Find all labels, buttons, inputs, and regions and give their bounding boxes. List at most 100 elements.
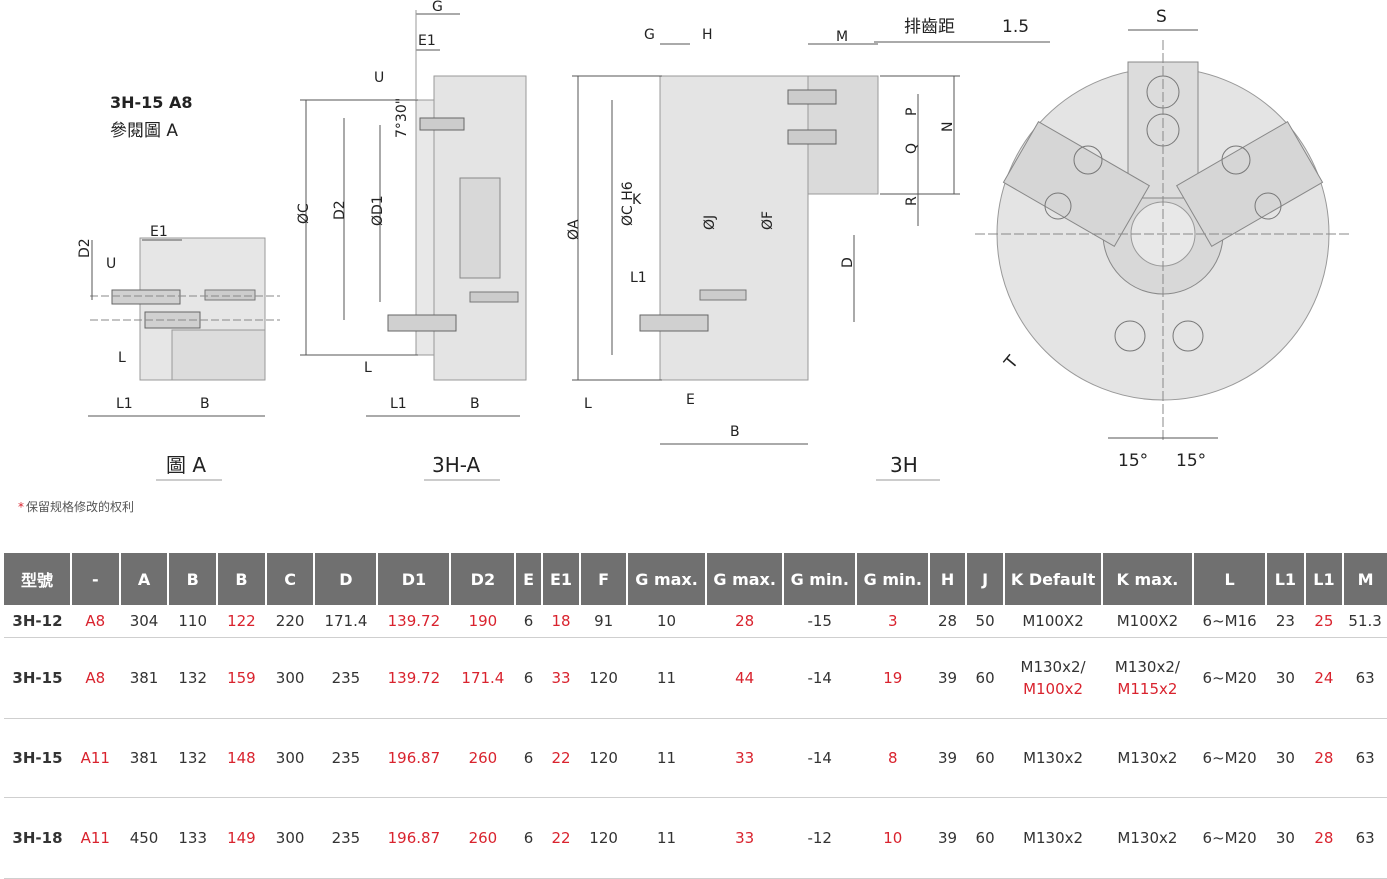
rights-note: *保留规格修改的权利	[18, 498, 134, 515]
cell-value-secondary: M115x2	[1117, 680, 1178, 698]
cell-value: A8	[85, 669, 106, 687]
table-cell: 381	[119, 718, 169, 798]
table-cell: 24	[1304, 637, 1344, 719]
table-cell: 6~M20	[1193, 797, 1267, 879]
table-cell: 44	[706, 637, 784, 719]
table-cell: 28	[706, 605, 784, 638]
cell-value: 3H-15	[12, 749, 63, 767]
column-header: A	[118, 553, 169, 605]
3h-label-e: E	[686, 392, 695, 408]
cell-value: 63	[1355, 669, 1375, 687]
column-header: J	[964, 553, 1005, 605]
cell-value: 450	[129, 829, 159, 847]
table-cell: A8	[70, 637, 120, 719]
table-cell: M130x2/M115x2	[1101, 637, 1194, 719]
cell-value: M100X2	[1116, 612, 1179, 630]
table-cell: M100X2	[1101, 605, 1194, 638]
cell-value: 33	[735, 749, 755, 767]
table-cell: 63	[1343, 637, 1387, 719]
column-header: K max.	[1100, 553, 1194, 605]
column-header: L1	[1303, 553, 1344, 605]
column-header: L	[1192, 553, 1267, 605]
cell-value: 139.72	[387, 669, 441, 687]
table-cell: 139.72	[377, 637, 451, 719]
table-cell: 190	[450, 605, 516, 638]
cell-value: 25	[1314, 612, 1334, 630]
table-cell: 39	[929, 718, 966, 798]
cell-value: 60	[975, 829, 995, 847]
column-header: D1	[376, 553, 451, 605]
table-cell: 6~M20	[1193, 718, 1267, 798]
cell-value: 91	[594, 612, 614, 630]
table-cell: 33	[706, 797, 784, 879]
3h-label-pitch: 排齒距	[904, 17, 955, 37]
3h-label-pitch-value: 1.5	[1002, 17, 1029, 37]
cell-value: 8	[888, 749, 898, 767]
fig-a-label-l1: L1	[116, 396, 133, 412]
table-cell: M130x2	[1101, 718, 1194, 798]
cell-value: 50	[975, 612, 995, 630]
3h-label-m: M	[836, 29, 848, 45]
table-cell: M130x2	[1101, 797, 1194, 879]
table-cell: 260	[450, 718, 516, 798]
cell-value: 159	[227, 669, 256, 687]
cell-value: 6~M20	[1202, 829, 1257, 847]
table-cell: 3H-15	[4, 637, 71, 719]
table-cell: 122	[217, 605, 266, 638]
technical-drawing: D2 U E1 L L1 B 3H-15 A8 參閱圖 A 圖 A G E1 U…	[77, 0, 1350, 481]
table-cell: 3	[856, 605, 930, 638]
cell-value: M130x2	[1117, 829, 1178, 847]
column-header: 型號	[4, 553, 71, 605]
table-cell: 110	[168, 605, 218, 638]
cell-value: 235	[331, 829, 361, 847]
table-cell: 159	[217, 637, 266, 719]
cell-value: M130x2	[1023, 749, 1084, 767]
cell-value: 24	[1314, 669, 1334, 687]
table-cell: 30	[1266, 637, 1305, 719]
cell-value: 6~M20	[1202, 669, 1257, 687]
table-cell: 3H-18	[4, 797, 71, 879]
cell-value: 33	[551, 669, 571, 687]
table-cell: 11	[626, 718, 707, 798]
column-header: D	[313, 553, 378, 605]
column-header: G max.	[625, 553, 707, 605]
cell-value: 51.3	[1348, 612, 1382, 630]
table-cell: 6~M16	[1193, 605, 1267, 638]
column-header: C	[264, 553, 315, 605]
table-cell: 171.4	[450, 637, 516, 719]
fig-a-label-e1: E1	[150, 224, 168, 240]
cell-value: 3H-12	[12, 612, 63, 630]
table-cell: 6	[515, 718, 542, 798]
column-header: G max.	[705, 553, 784, 605]
3h-label-h: H	[702, 27, 713, 43]
cell-value: 171.4	[324, 612, 368, 630]
3ha-label-c: ØC	[296, 203, 312, 224]
table-cell: 196.87	[377, 797, 451, 879]
3ha-label-g: G	[432, 0, 443, 15]
table-cell: 196.87	[377, 718, 451, 798]
cell-value: 139.72	[387, 612, 441, 630]
cell-value: 6	[523, 612, 534, 630]
cell-value: 196.87	[387, 749, 441, 767]
cell-value: 39	[938, 829, 958, 847]
column-header: G min.	[855, 553, 930, 605]
cell-value: 120	[589, 749, 618, 767]
3ha-label-l: L	[364, 360, 372, 376]
cell-value: 19	[883, 669, 903, 687]
table-cell: 11	[626, 637, 707, 719]
table-cell: 8	[856, 718, 930, 798]
cell-value: 44	[735, 669, 755, 687]
cell-value: 3H-15	[12, 669, 63, 687]
cell-value: 28	[938, 612, 958, 630]
3h-label-k: K	[632, 192, 642, 208]
table-cell: 149	[217, 797, 266, 879]
table-cell: 381	[119, 637, 169, 719]
3h-label-l: L	[584, 396, 592, 412]
table-cell: 60	[965, 637, 1005, 719]
table-cell: 120	[580, 797, 627, 879]
table-cell: M130x2	[1004, 718, 1102, 798]
table-cell: 33	[706, 718, 784, 798]
table-cell: 6~M20	[1193, 637, 1267, 719]
